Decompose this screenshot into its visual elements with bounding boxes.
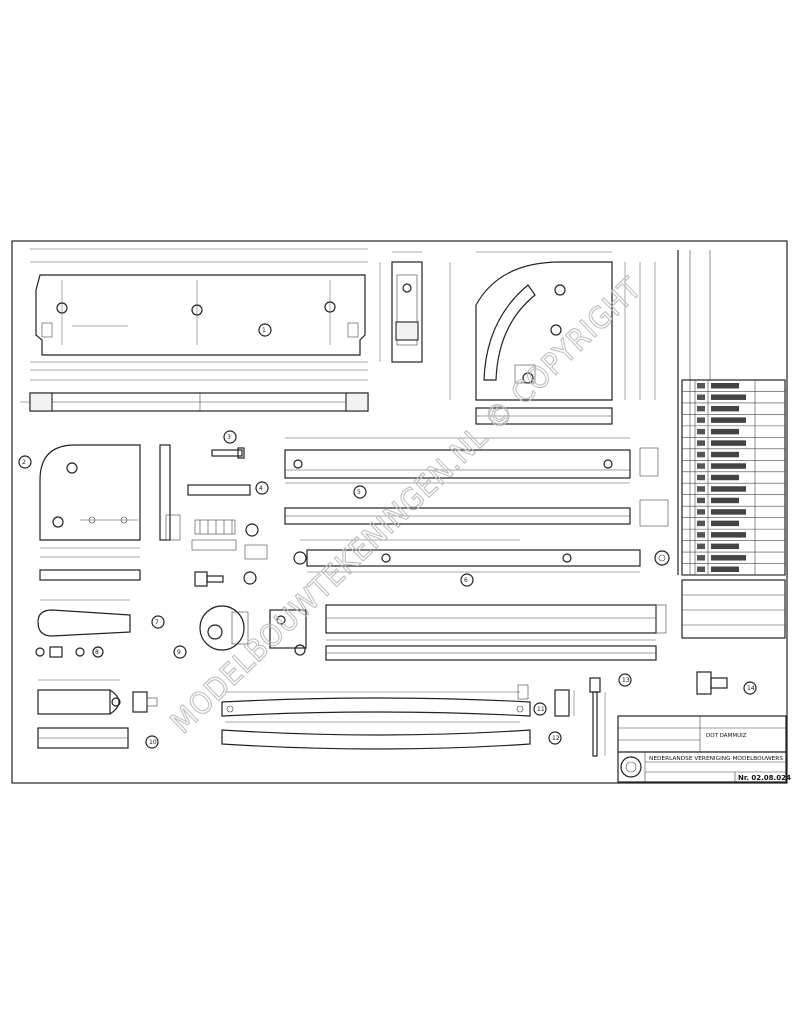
part-balloon-label: 6 (464, 577, 468, 584)
drawing-number: Nr. 02.08.024 (738, 774, 791, 782)
part-curved-beams: 11 12 (221, 684, 575, 750)
parts-list-index (697, 555, 705, 561)
parts-list-entry (711, 486, 746, 492)
parts-list-entry (711, 440, 746, 446)
part-balloon-label: 12 (552, 735, 560, 742)
part-balloon-label: 14 (747, 685, 755, 692)
part-tiller: 7 8 (35, 599, 165, 658)
part-small-fittings: 3 4 (187, 430, 269, 587)
part-balloon-label: 3 (227, 434, 231, 441)
parts-list-index (697, 394, 705, 400)
parts-list-entry (711, 532, 746, 538)
part-balloon-label: 11 (537, 706, 545, 713)
parts-list-entry (711, 543, 739, 550)
part-quadrant-plate (449, 251, 656, 425)
org-name: NEDERLANDSE VERENIGING MODELBOUWERS (649, 756, 784, 762)
title-block: DOT DAMMUIZ NEDERLANDSE VERENIGING MODEL… (617, 715, 791, 783)
parts-list-index (697, 405, 705, 412)
parts-list (677, 250, 786, 639)
part-mini-brackets: 10 (37, 679, 159, 749)
parts-list-entry (711, 474, 739, 481)
parts-list-index (697, 428, 705, 435)
parts-list-entry (711, 497, 739, 504)
part-balloon-label: 13 (622, 677, 630, 684)
parts-list-entry (711, 405, 739, 412)
part-disc: 9 (173, 605, 307, 659)
parts-list-index (697, 520, 705, 527)
part-rails (325, 604, 667, 661)
part-balloon-label: 4 (259, 485, 263, 492)
parts-list-index (697, 509, 705, 515)
parts-list-index (697, 543, 705, 550)
part-side-plate: 2 (18, 444, 181, 581)
parts-list-entry (711, 555, 746, 561)
drawing-title: DOT DAMMUIZ (706, 733, 747, 739)
parts-list-index (697, 486, 705, 492)
parts-list-index (697, 532, 705, 538)
parts-list-entry (711, 417, 746, 423)
parts-list-index (697, 497, 705, 504)
part-balloon-label: 2 (22, 459, 26, 466)
part-long-plate: 1 (20, 248, 369, 412)
parts-list-index (697, 451, 705, 458)
part-balloon-label: 9 (177, 649, 181, 656)
org-logo-icon (620, 756, 642, 778)
parts-list-entry (711, 520, 739, 527)
part-balloon (258, 323, 272, 337)
part-bolt-right: 14 (696, 671, 757, 695)
parts-list-index (697, 463, 705, 469)
parts-list-entry (711, 509, 746, 515)
part-balloon-label: 1 (262, 327, 266, 334)
parts-list-index (697, 417, 705, 423)
parts-list-entry (711, 463, 746, 469)
parts-list-entry (711, 383, 739, 389)
part-long-bars: 5 6 (284, 437, 670, 587)
parts-list-index (697, 566, 705, 572)
part-balloon-label: 10 (149, 739, 157, 746)
part-end-view (379, 251, 423, 363)
parts-list-index (697, 440, 705, 446)
parts-list-index (697, 383, 705, 389)
part-balloon-label: 7 (155, 619, 159, 626)
parts-list-entry (711, 566, 739, 572)
parts-list-entry (711, 394, 746, 400)
part-balloon-label: 8 (95, 649, 99, 656)
part-vertical-pin: 13 (589, 673, 632, 757)
parts-list-entry (711, 428, 739, 435)
parts-list-entry (711, 451, 739, 458)
parts-list-index (697, 474, 705, 481)
part-balloon-label: 5 (357, 489, 361, 496)
